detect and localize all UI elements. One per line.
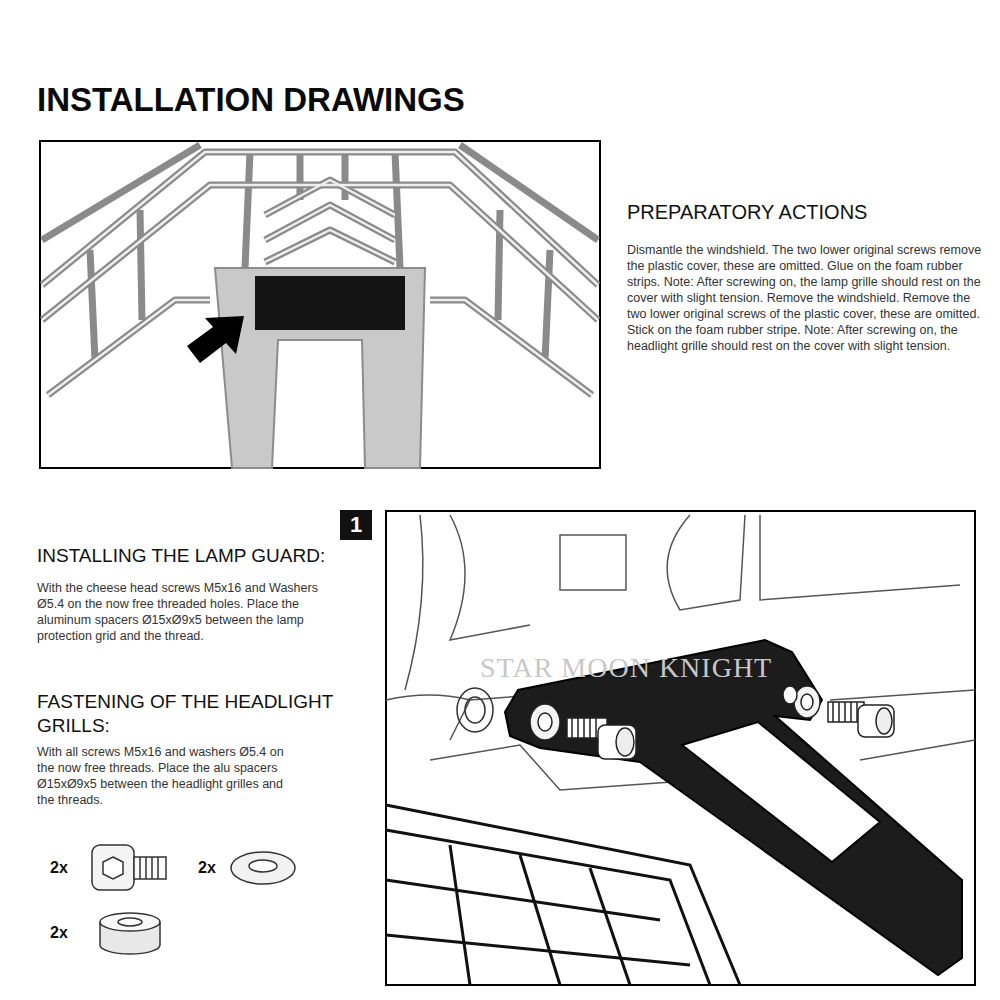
instruction-text: With all screws M5x16 and washers Ø5.4 o… — [37, 744, 287, 808]
section-heading: INSTALLING THE LAMP GUARD: — [37, 544, 367, 568]
bracket-tab — [215, 268, 425, 468]
section-heading: PREPARATORY ACTIONS — [627, 200, 987, 225]
section-heading: FASTENING OF THE HEADLIGHT GRILLS: — [37, 690, 337, 738]
mounting-bracket — [505, 640, 962, 975]
frame — [40, 141, 600, 468]
page-title: INSTALLATION DRAWINGS — [37, 80, 465, 120]
quantity: 2x — [50, 923, 68, 943]
foam-strip — [255, 276, 405, 330]
parts-icons — [92, 845, 295, 954]
instruction-text: With the cheese head screws M5x16 and Wa… — [37, 580, 337, 644]
step-number-text: 1 — [350, 514, 362, 536]
screws — [530, 686, 894, 759]
quantity: 2x — [198, 858, 216, 878]
watermark: STAR MOON KNIGHT — [480, 650, 772, 685]
headlight-grille — [386, 805, 740, 985]
pointer-arrow — [187, 316, 244, 363]
step-number: 1 — [340, 510, 372, 540]
frame — [386, 511, 975, 985]
instruction-text: Dismantle the windshield. The two lower … — [627, 242, 982, 354]
quantity: 2x — [50, 858, 68, 878]
